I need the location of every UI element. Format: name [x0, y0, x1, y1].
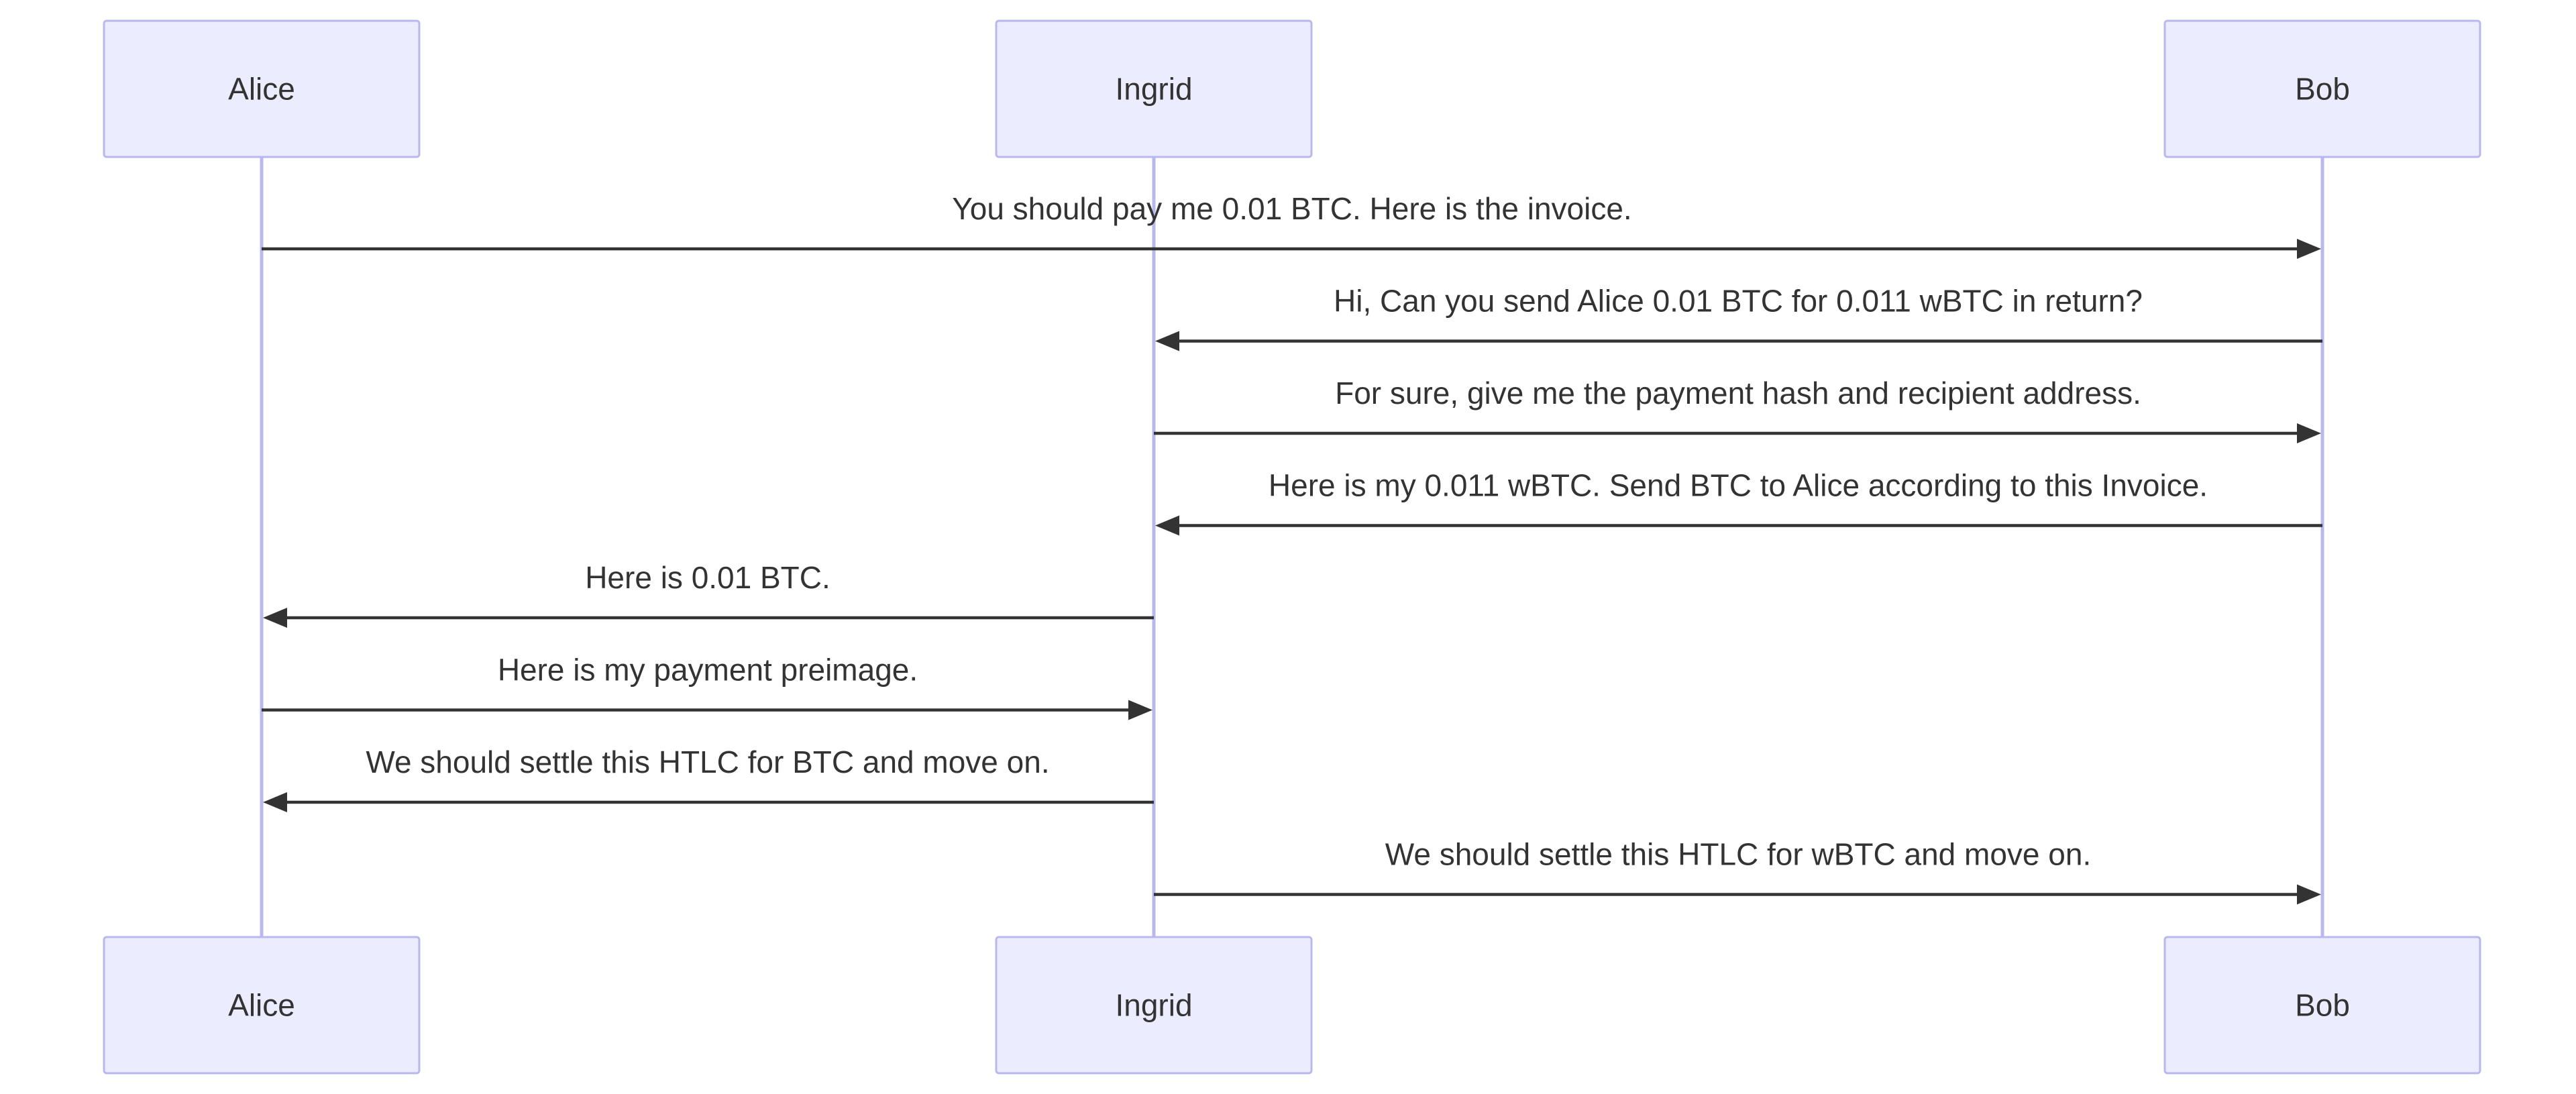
arrow-head — [1155, 331, 1179, 351]
actor-label: Ingrid — [1115, 72, 1192, 107]
message-1: You should pay me 0.01 BTC. Here is the … — [262, 191, 2321, 259]
actor-ingrid-top: Ingrid — [995, 19, 1313, 158]
message-label: Hi, Can you send Alice 0.01 BTC for 0.01… — [1334, 284, 2143, 319]
actor-bob-top: Bob — [2163, 19, 2481, 158]
message-4: Here is my 0.011 wBTC. Send BTC to Alice… — [1155, 468, 2322, 536]
message-7: We should settle this HTLC for BTC and m… — [263, 745, 1154, 812]
arrow-head — [2297, 884, 2321, 905]
message-8: We should settle this HTLC for wBTC and … — [1154, 837, 2321, 905]
message-label: For sure, give me the payment hash and r… — [1335, 376, 2141, 411]
arrow-head — [263, 792, 287, 812]
arrow-head — [1128, 700, 1152, 720]
actor-box — [103, 936, 421, 1075]
actor-alice-bottom: Alice — [103, 936, 421, 1075]
actor-label: Bob — [2295, 988, 2350, 1023]
actor-box — [2163, 19, 2481, 158]
message-label: Here is my payment preimage. — [498, 653, 918, 688]
message-label: Here is my 0.011 wBTC. Send BTC to Alice… — [1269, 468, 2208, 503]
actors-bottom: Alice Ingrid Bob — [103, 936, 2481, 1075]
arrow-head — [2297, 239, 2321, 259]
actor-label: Bob — [2295, 72, 2350, 107]
actor-box — [2163, 936, 2481, 1075]
message-6: Here is my payment preimage. — [262, 653, 1152, 720]
actor-alice-top: Alice — [103, 19, 421, 158]
actors-top: Alice Ingrid Bob — [103, 19, 2481, 158]
actor-label: Alice — [228, 988, 295, 1023]
message-label: We should settle this HTLC for BTC and m… — [366, 745, 1049, 779]
actor-box — [995, 19, 1313, 158]
arrow-head — [1155, 515, 1179, 536]
actor-label: Alice — [228, 72, 295, 107]
message-label: Here is 0.01 BTC. — [585, 560, 830, 595]
arrow-head — [2297, 423, 2321, 443]
message-5: Here is 0.01 BTC. — [263, 560, 1154, 628]
lifelines — [260, 157, 2324, 937]
messages: You should pay me 0.01 BTC. Here is the … — [262, 191, 2322, 905]
actor-label: Ingrid — [1115, 988, 1192, 1023]
message-label: We should settle this HTLC for wBTC and … — [1385, 837, 2091, 872]
actor-ingrid-bottom: Ingrid — [995, 936, 1313, 1075]
arrow-head — [263, 608, 287, 628]
message-label: You should pay me 0.01 BTC. Here is the … — [952, 191, 1631, 226]
actor-box — [103, 19, 421, 158]
message-3: For sure, give me the payment hash and r… — [1154, 376, 2321, 443]
actor-box — [995, 936, 1313, 1075]
message-2: Hi, Can you send Alice 0.01 BTC for 0.01… — [1155, 284, 2322, 351]
actor-bob-bottom: Bob — [2163, 936, 2481, 1075]
